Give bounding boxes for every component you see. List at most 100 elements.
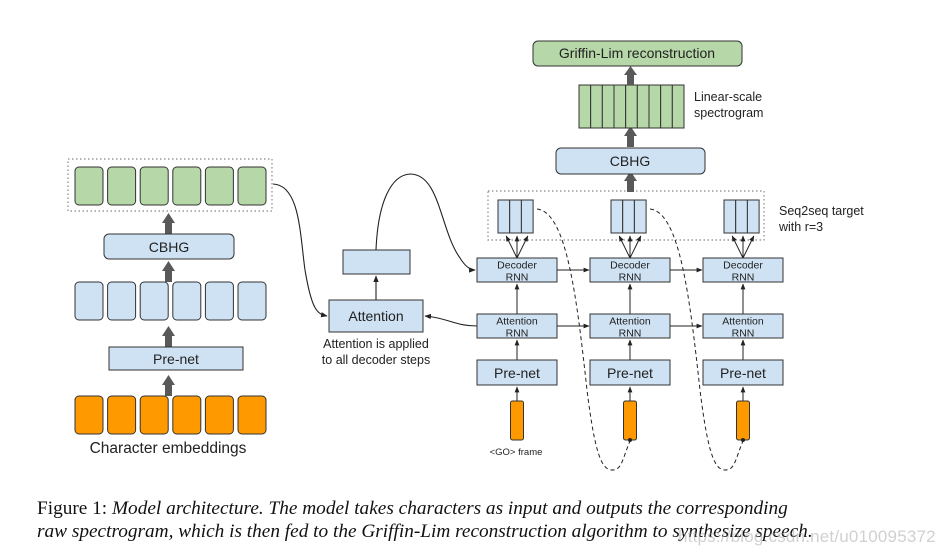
attention-rnn-label-line2: RNN (619, 328, 642, 340)
spectrogram-column (660, 84, 673, 129)
encoder-hidden-cell (74, 281, 104, 321)
decoder-steps: DecoderRNNAttentionRNNPre-netDecoderRNNA… (476, 199, 784, 471)
target-frame (520, 199, 534, 234)
character-embedding-cell (172, 395, 202, 435)
character-embedding-cell (237, 395, 267, 435)
feedback-dashed-curve (536, 208, 631, 471)
decoder-prenet-box (702, 359, 784, 386)
thick-arrow-icon (162, 213, 175, 234)
spectrogram-label-line1: Linear-scale (694, 90, 762, 104)
encoder-cbhg-label: CBHG (149, 239, 189, 255)
encoder-output-cell (172, 166, 202, 206)
spectrogram-column (648, 84, 662, 129)
target-frame (622, 199, 635, 234)
encoder-hidden-cell (107, 281, 137, 321)
character-embedding-cell (74, 395, 104, 435)
frame-output-arrow (618, 235, 631, 259)
spectrogram-column (601, 84, 615, 129)
encoder-hidden-cell (172, 281, 202, 321)
decoder-prenet-label: Pre-net (720, 365, 766, 381)
attention-rnn-to-attention-arrow (424, 313, 478, 327)
target-frame (497, 199, 511, 234)
spectrogram-label-line2: spectrogram (694, 106, 763, 120)
encoder-prenet-box (108, 346, 244, 371)
target-frame (735, 199, 748, 234)
encoder-prenet-label: Pre-net (153, 351, 199, 367)
spectrogram-column (578, 84, 592, 129)
decoder: Seq2seq target with r=3 DecoderRNNAttent… (476, 190, 864, 471)
spectrogram-column (636, 84, 650, 129)
thick-arrow-icon (162, 326, 175, 347)
decoder-rnn-label-line1: Decoder (497, 260, 537, 272)
encoder-output-cell (237, 166, 267, 206)
decoder-prenet-label: Pre-net (607, 365, 653, 381)
spectrogram-column (590, 84, 603, 129)
encoder-to-attention-arrow (272, 183, 328, 318)
encoder-cbhg-box (103, 233, 235, 260)
decoder-prenet-box (589, 359, 671, 386)
target-frame (509, 199, 522, 234)
watermark: https://blog.csdn.net/u010095372 (678, 527, 936, 546)
attention-rnn-label-line2: RNN (506, 328, 529, 340)
frame-output-arrow (505, 235, 518, 259)
architecture-diagram: CBHG Pre-net Character embeddings Attent… (67, 40, 864, 471)
attention-rnn-label-line1: Attention (722, 316, 764, 328)
encoder-output-cell (204, 166, 234, 206)
input-frame-dot (628, 438, 632, 442)
decoder-rnn-label-line1: Decoder (723, 260, 763, 272)
thick-arrow-icon (162, 261, 175, 282)
caption-line1: Figure 1: Model architecture. The model … (37, 497, 897, 520)
decoder-rnn-label-line1: Decoder (610, 260, 650, 272)
target-frame (633, 199, 647, 234)
attention-rnn-box (589, 313, 671, 339)
attention-rnn-label-line1: Attention (609, 316, 651, 328)
frame-output-arrow (742, 235, 755, 259)
thick-arrow-icon (162, 375, 175, 396)
input-frame-dot (741, 438, 745, 442)
attention-rnn-box (702, 313, 784, 339)
attention-rnn-label-line2: RNN (732, 328, 755, 340)
encoder-output-cell (139, 166, 169, 206)
encoder-output-cells (74, 166, 267, 206)
character-embedding-cell (107, 395, 137, 435)
decoder-rnn-label-line2: RNN (506, 272, 529, 284)
seq2seq-target-group (487, 190, 765, 241)
thick-arrow-icon (624, 66, 637, 85)
encoder-hidden-cell (139, 281, 169, 321)
griffin-lim-box (532, 40, 743, 67)
spectrogram-column (625, 84, 638, 129)
postnet-cbhg-box (555, 147, 706, 175)
postnet: CBHG Linear-scale spectrogram Griffin-Li… (532, 40, 763, 192)
caption-line1-text: Model architecture. The model takes char… (112, 498, 788, 519)
go-frame-label: <GO> frame (490, 447, 543, 458)
target-frame (610, 199, 624, 234)
character-embedding-cell (139, 395, 169, 435)
feedback-dashed-curve (649, 208, 744, 471)
decoder-rnn-label-line2: RNN (619, 272, 642, 284)
decoder-prenet-box (476, 359, 558, 386)
thick-arrow-icon (624, 171, 637, 192)
seq2seq-target-label-line1: Seq2seq target (779, 204, 864, 218)
thick-arrow-icon (624, 126, 637, 147)
target-frame (723, 199, 737, 234)
caption-prefix: Figure 1: (37, 498, 108, 519)
character-embedding-cell (204, 395, 234, 435)
attention-label: Attention (348, 308, 403, 324)
encoder-output-cell (74, 166, 104, 206)
attention-note-line1: Attention is applied (323, 337, 429, 351)
linear-spectrogram (578, 84, 685, 129)
decoder-rnn-box (589, 257, 671, 283)
frame-output-arrow (731, 235, 744, 259)
context-to-decoder-arrow (375, 173, 476, 273)
encoder-hidden-cell (204, 281, 234, 321)
attention-box (328, 299, 424, 333)
spectrogram-column (671, 84, 685, 129)
decoder-rnn-label-line2: RNN (732, 272, 755, 284)
context-vector-box (342, 249, 411, 275)
character-embedding-cells (74, 395, 267, 435)
input-frame (623, 400, 637, 441)
encoder-output-cell (107, 166, 137, 206)
